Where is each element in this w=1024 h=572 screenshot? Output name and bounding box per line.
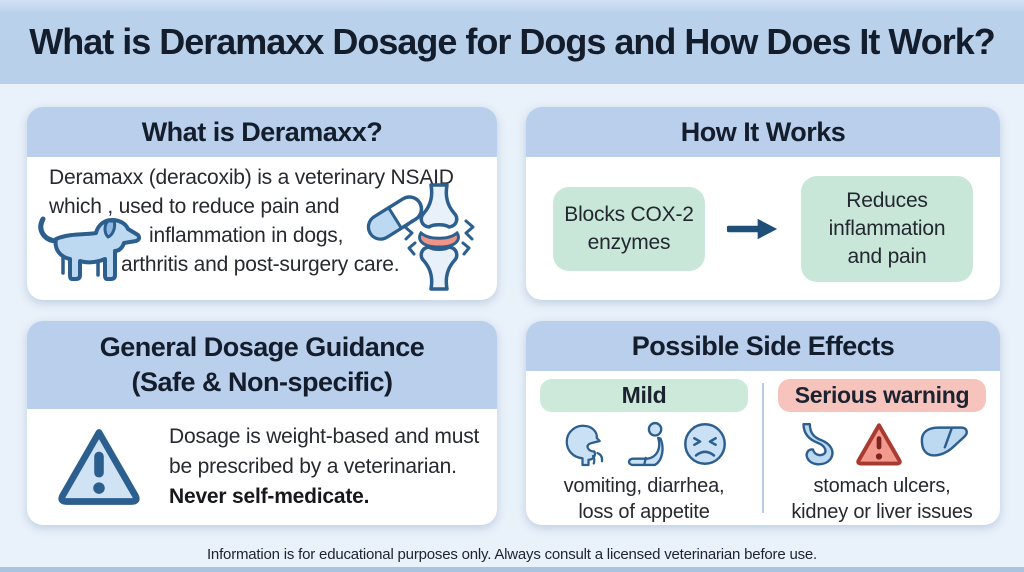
dog-icon: [38, 216, 142, 281]
vomiting-person-icon: [565, 424, 604, 466]
serious-column: Serious warning stomach ulcers, kidney o…: [764, 379, 1000, 525]
panel-dosage-guidance: General Dosage Guidance (Safe & Non-spec…: [27, 321, 497, 525]
warning-triangle-icon: [58, 429, 140, 505]
panel-how-header: How It Works: [526, 107, 1000, 157]
mild-column: Mild vo: [526, 379, 762, 525]
dosage-text-block: Dosage is weight-based and must be presc…: [169, 422, 479, 512]
panel-side-title: Possible Side Effects: [631, 330, 895, 361]
page-title: What is Deramaxx Dosage for Dogs and How…: [29, 21, 996, 62]
panel-dosage-body: Dosage is weight-based and must be presc…: [27, 409, 497, 525]
crouching-person-icon: [627, 421, 664, 466]
nausea-face-icon: [684, 422, 726, 465]
liver-icon: [920, 425, 968, 457]
panel-side-body: Mild vo: [526, 371, 1000, 525]
serious-icons-row: [793, 416, 971, 471]
mild-effects-line1: vomiting, diarrhea,: [563, 475, 725, 497]
what-text-line-1: Deramaxx (deracoxib) is a veterinary NSA…: [49, 166, 454, 189]
panel-how-it-works: How It Works Blocks COX-2 enzymes Reduce…: [526, 107, 1000, 300]
serious-effects-line2: kidney or liver issues: [791, 501, 973, 523]
panel-dosage-title-line2: (Safe & Non-specific): [131, 367, 393, 397]
panel-side-header: Possible Side Effects: [526, 321, 1000, 371]
what-text-line-4: arthritis and post-surgery care.: [121, 253, 400, 276]
panel-how-body: Blocks COX-2 enzymes Reduces inflammatio…: [526, 157, 1000, 300]
arrow-right-icon: [727, 218, 778, 239]
alert-triangle-icon: [856, 422, 902, 465]
what-text-line-3: inflammation in dogs,: [149, 224, 344, 247]
serious-warning-badge: Serious warning: [778, 379, 986, 412]
bottom-border-strip: [0, 567, 1024, 572]
panel-what-body: Deramaxx (deracoxib) is a veterinary NSA…: [27, 157, 497, 300]
mild-badge: Mild: [540, 379, 748, 412]
pill-capsule-icon: [366, 195, 424, 241]
mild-effects-line2: loss of appetite: [578, 501, 710, 523]
mild-icons-row: [560, 416, 728, 471]
stomach-icon: [802, 422, 834, 466]
panel-dosage-header: General Dosage Guidance (Safe & Non-spec…: [27, 321, 497, 409]
serious-effects-text: stomach ulcers, kidney or liver issues: [791, 473, 972, 525]
panel-what-is-deramaxx: What is Deramaxx? Deramaxx (deracoxib) i…: [27, 107, 497, 300]
dosage-text-bold: Never self-medicate.: [169, 485, 370, 508]
page-banner: What is Deramaxx Dosage for Dogs and How…: [0, 0, 1024, 84]
what-text-line-2: which , used to reduce pain and: [49, 195, 340, 218]
footer-disclaimer: Information is for educational purposes …: [206, 546, 818, 563]
panel-side-effects: Possible Side Effects Mild: [526, 321, 1000, 525]
panel-dosage-title-line1: General Dosage Guidance: [99, 332, 425, 362]
dosage-text-line2: be prescribed by a veterinarian.: [169, 455, 457, 478]
step-blocks-cox2: Blocks COX-2 enzymes: [553, 186, 705, 271]
column-divider: [762, 383, 764, 513]
serious-effects-line1: stomach ulcers,: [813, 475, 951, 497]
inflamed-joint-icon: [403, 183, 475, 291]
panel-what-header: What is Deramaxx?: [27, 107, 497, 157]
panel-what-title: What is Deramaxx?: [141, 116, 383, 147]
mild-effects-text: vomiting, diarrhea, loss of appetite: [564, 473, 725, 525]
panel-how-title: How It Works: [680, 116, 846, 147]
step-reduces-inflammation: Reduces inflammation and pain: [801, 175, 973, 282]
dosage-text-line1: Dosage is weight-based and must: [169, 425, 480, 448]
